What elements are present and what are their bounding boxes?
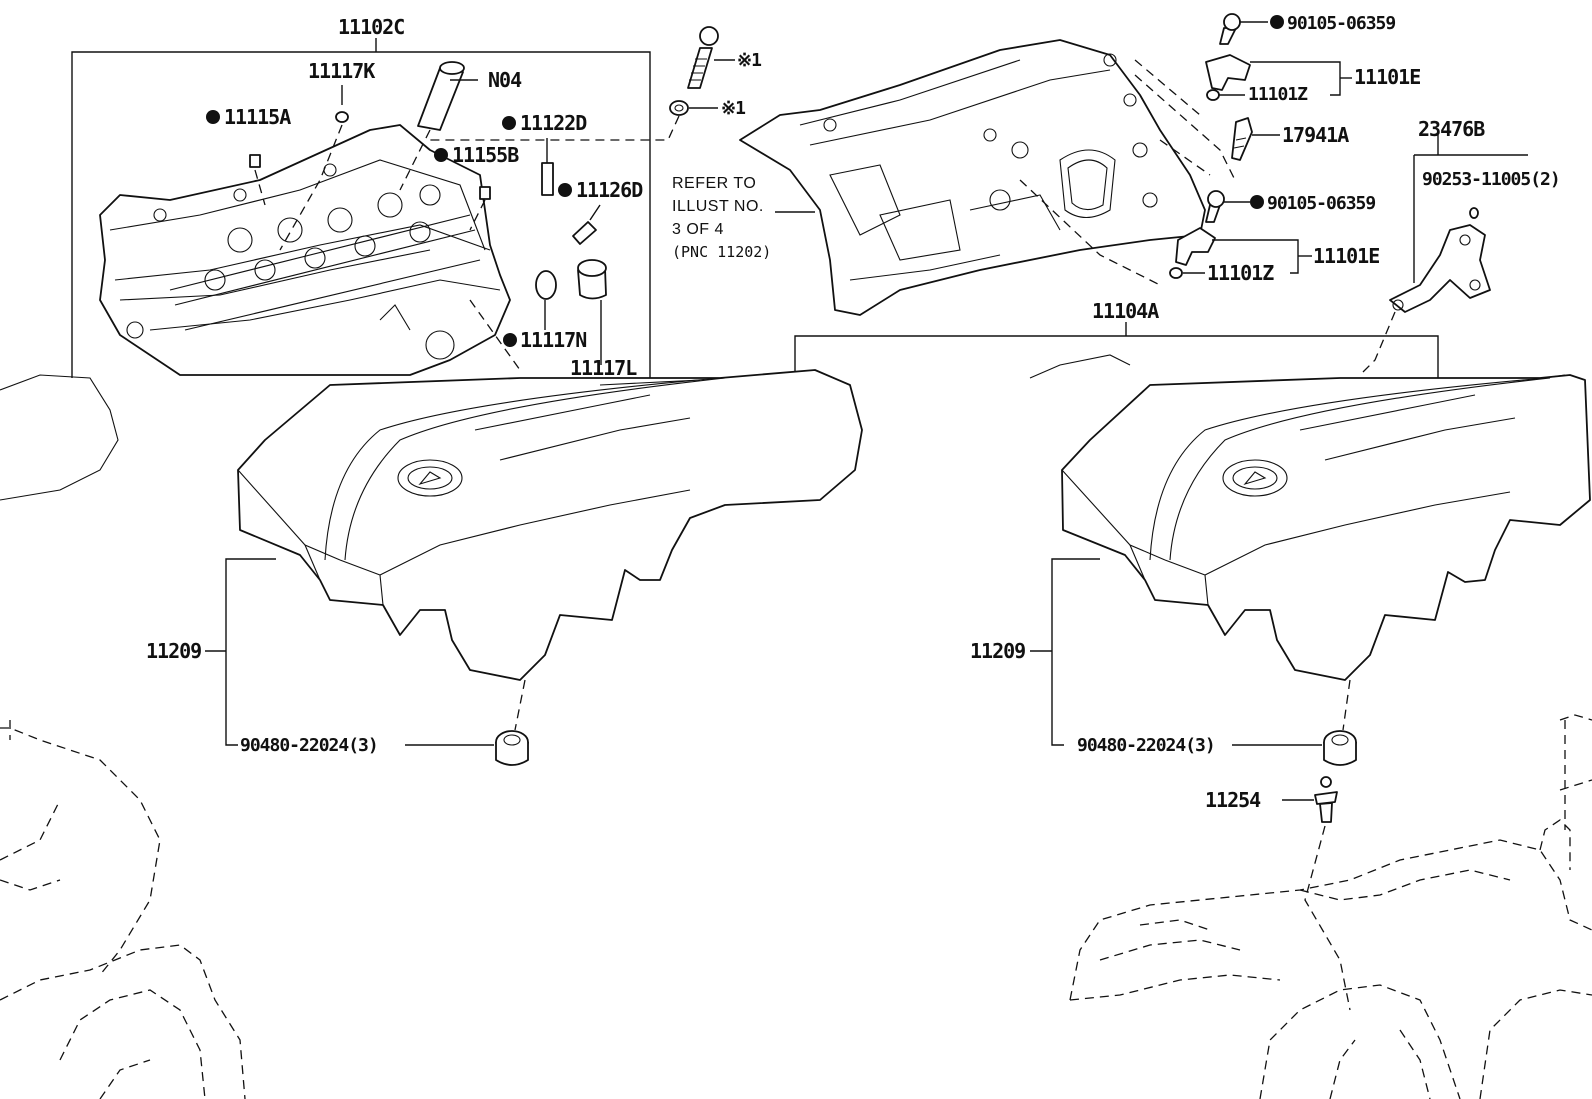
- label-11101Z-lower: 11101Z: [1207, 261, 1274, 285]
- label-11117N: 11117N: [520, 328, 586, 352]
- label-11117L: 11117L: [570, 356, 637, 380]
- label-90105-upper: 90105-06359: [1287, 13, 1395, 34]
- part-washer-x1: [669, 100, 689, 116]
- engine-cover-left: [237, 369, 863, 766]
- bullet-icon: [558, 183, 572, 197]
- label-11126D: 11126D: [576, 178, 643, 202]
- cylinder-head-group: 11102C 11117K N04 11115A 11122D 11155B 1…: [71, 15, 762, 380]
- bullet-icon: [206, 110, 220, 124]
- part-11117K-seal: [335, 111, 349, 123]
- bullet-icon: [434, 148, 448, 162]
- label-11102C: 11102C: [338, 15, 404, 39]
- label-11101E-upper: 11101E: [1354, 65, 1420, 89]
- label-90105-lower: 90105-06359: [1267, 193, 1375, 214]
- label-90253: 90253-11005(2): [1422, 169, 1560, 190]
- refer-line-3: 3 OF 4: [672, 221, 724, 238]
- refer-line-4: (PNC 11202): [672, 243, 771, 261]
- part-11254-stud: [1314, 776, 1338, 823]
- label-x1-bolt: ※1: [737, 50, 761, 71]
- label-11101E-lower: 11101E: [1313, 244, 1379, 268]
- logo-emblem-icon: [1222, 459, 1288, 497]
- part-11155B-plug: [479, 186, 491, 200]
- label-90480-right: 90480-22024(3): [1077, 735, 1215, 756]
- bullet-icon: [502, 116, 516, 130]
- engine-cover-right: [1061, 374, 1591, 766]
- part-bolt-x1: [687, 26, 719, 89]
- part-11117L-cap: [577, 259, 607, 300]
- label-11115A: 11115A: [224, 105, 291, 129]
- label-11101Z-upper: 11101Z: [1248, 84, 1308, 105]
- label-11104A: 11104A: [1092, 299, 1159, 323]
- label-N04: N04: [488, 68, 522, 92]
- part-11115A-plug: [249, 154, 261, 168]
- part-11126D-pin: [572, 221, 597, 245]
- label-x1-washer: ※1: [721, 98, 745, 119]
- logo-emblem-icon: [397, 459, 463, 497]
- bullet-icon: [1250, 195, 1264, 209]
- label-11254: 11254: [1205, 788, 1261, 812]
- bullet-icon: [1270, 15, 1284, 29]
- part-11117N-ring: [535, 270, 557, 300]
- group-11104A: 11104A: [794, 299, 1439, 378]
- label-17941A: 17941A: [1282, 123, 1349, 147]
- refer-line-1: REFER TO: [672, 175, 756, 192]
- engine-phantom-outlines: [0, 354, 1592, 1099]
- label-90480-left: 90480-22024(3): [240, 735, 378, 756]
- bullet-icon: [503, 333, 517, 347]
- part-11122D-pin: [541, 162, 554, 196]
- label-11155B: 11155B: [452, 143, 519, 167]
- label-11117K: 11117K: [308, 59, 375, 83]
- sensor-parts-group: 90105-06359 11101Z 11101E 17941A 90105-0…: [1169, 13, 1561, 376]
- cylinder-head-cover-drawing: [739, 39, 1206, 316]
- cylinder-head-drawing: [99, 124, 511, 376]
- label-11209-left: 11209: [146, 639, 201, 663]
- label-23476B: 23476B: [1418, 117, 1485, 141]
- label-11209-right: 11209: [970, 639, 1025, 663]
- part-N04-pipe: [417, 61, 465, 131]
- refer-note: REFER TO ILLUST NO. 3 OF 4 (PNC 11202): [672, 175, 815, 261]
- refer-line-2: ILLUST NO.: [672, 198, 764, 215]
- label-11122D: 11122D: [520, 111, 587, 135]
